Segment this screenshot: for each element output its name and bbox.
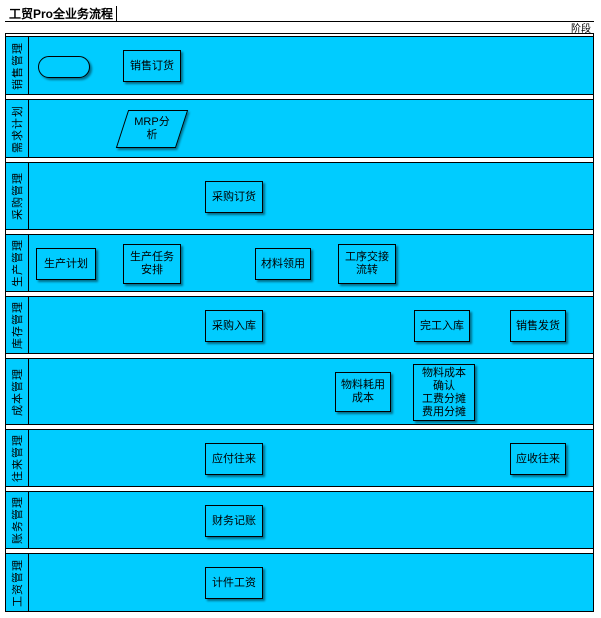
node-mrp-analysis[interactable]: MRP分 析 [122,110,182,148]
title-divider [116,6,117,21]
page-title: 工贸Pro全业务流程 [5,6,594,22]
lane-payroll: 工资管理 计件工资 [5,553,594,612]
lane-body: 财务记账 [29,492,593,548]
lane-body: MRP分 析 [29,100,593,157]
lane-label: 工资管理 [6,554,29,611]
lane-inventory: 库存管理 采购入库 完工入库 销售发货 [5,296,594,354]
lane-cost: 成本管理 物料耗用 成本 物料成本 确认 工费分摊 费用分摊 [5,358,594,425]
lane-label: 采购管理 [6,163,29,229]
lane-label: 往来管理 [6,430,29,486]
lane-label: 库存管理 [6,297,29,353]
node-piecework-wage[interactable]: 计件工资 [205,567,263,599]
lane-label: 销售管理 [6,37,29,94]
lane-body: 应付往来 应收往来 [29,430,593,486]
node-production-task[interactable]: 生产任务 安排 [123,244,181,284]
page-title-text: 工贸Pro全业务流程 [9,7,114,21]
start-node[interactable] [38,56,90,78]
lane-body: 采购入库 完工入库 销售发货 [29,297,593,353]
node-finished-goods-receipt[interactable]: 完工入库 [414,310,470,342]
lane-demand-planning: 需求计划 MRP分 析 [5,99,594,158]
node-material-requisition[interactable]: 材料领用 [255,248,311,280]
lane-receivables-payables: 往来管理 应付往来 应收往来 [5,429,594,487]
stage-label: 阶段 [571,24,591,35]
lane-sales: 销售管理 销售订货 [5,36,594,95]
lane-production: 生产管理 生产计划 生产任务 安排 材料领用 工序交接 流转 [5,234,594,292]
lane-label: 账务管理 [6,492,29,548]
node-material-cost[interactable]: 物料耗用 成本 [335,372,391,412]
lane-body: 采购订货 [29,163,593,229]
lane-label: 生产管理 [6,235,29,291]
lane-label: 成本管理 [6,359,29,424]
node-cost-confirmation[interactable]: 物料成本 确认 工费分摊 费用分摊 [413,364,475,421]
lane-purchasing: 采购管理 采购订货 [5,162,594,230]
lane-label: 需求计划 [6,100,29,157]
node-purchase-receipt[interactable]: 采购入库 [205,310,263,342]
node-accounts-receivable[interactable]: 应收往来 [510,443,566,475]
node-purchase-order[interactable]: 采购订货 [205,181,263,213]
node-process-handover[interactable]: 工序交接 流转 [338,244,396,284]
stage-row: 阶段 [5,22,594,35]
lane-body: 计件工资 [29,554,593,611]
lane-body: 物料耗用 成本 物料成本 确认 工费分摊 费用分摊 [29,359,593,424]
node-production-plan[interactable]: 生产计划 [36,248,96,280]
node-sales-order[interactable]: 销售订货 [123,50,181,82]
lane-body: 销售订货 [29,37,593,94]
lane-accounting: 账务管理 财务记账 [5,491,594,549]
node-accounts-payable[interactable]: 应付往来 [205,443,263,475]
lane-body: 生产计划 生产任务 安排 材料领用 工序交接 流转 [29,235,593,291]
node-sales-delivery[interactable]: 销售发货 [510,310,566,342]
node-bookkeeping[interactable]: 财务记账 [205,505,263,537]
